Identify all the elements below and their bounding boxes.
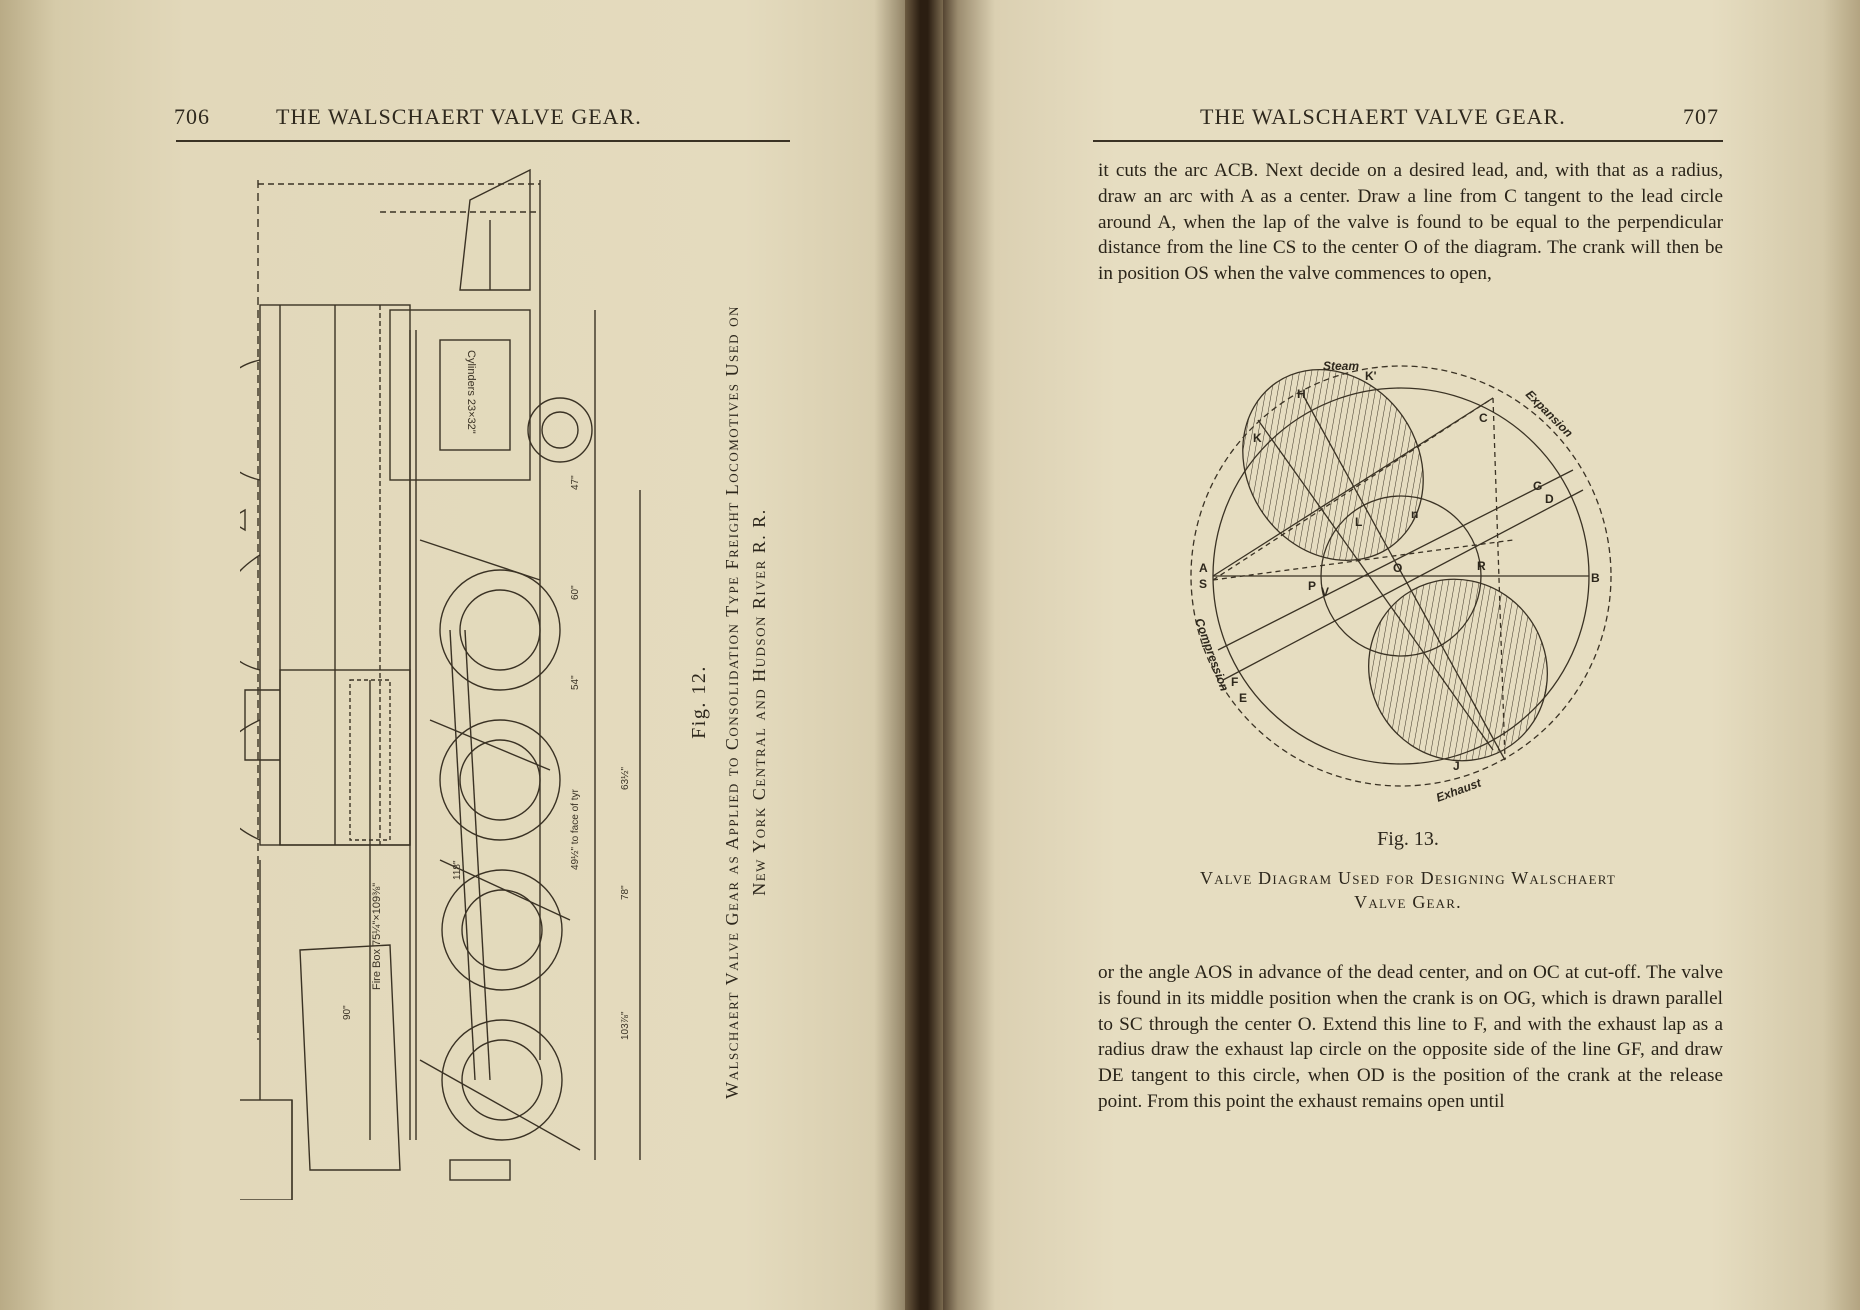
- paragraph-top: it cuts the arc ACB. Next decide on a de…: [1098, 158, 1723, 287]
- point-D: D: [1545, 492, 1554, 506]
- book-gutter: [905, 0, 943, 1310]
- fig13-caption-line2: Valve Gear.: [1354, 892, 1462, 912]
- label-compression: Compression: [1192, 616, 1231, 693]
- right-head-rule: [1093, 140, 1723, 142]
- fig13-caption-line1: Valve Diagram Used for Designing Walscha…: [1200, 868, 1616, 888]
- point-R: R: [1477, 559, 1486, 573]
- point-H: H: [1297, 387, 1306, 401]
- valve-diagram: Steam Expansion Exhaust Compression H K'…: [1190, 359, 1612, 805]
- point-F: F: [1231, 675, 1238, 689]
- locomotive-drawing: Cylinders 23×32": [240, 168, 641, 1200]
- dim-103: 103⅞": [620, 1011, 631, 1040]
- fig13-label: Fig. 13.: [1377, 828, 1439, 850]
- left-head-rule: [176, 140, 790, 142]
- right-running-head: THE WALSCHAERT VALVE GEAR.: [1200, 104, 1566, 129]
- point-O: O: [1393, 561, 1402, 575]
- left-page: 706 THE WALSCHAERT VALVE GEAR. Cylinders…: [0, 0, 905, 1310]
- point-B: B: [1591, 571, 1600, 585]
- dim-60: 60": [570, 585, 581, 600]
- dim-90: 90": [342, 1005, 353, 1020]
- fig12-caption-line1: Walschaert Valve Gear as Applied to Cons…: [722, 305, 742, 1099]
- point-K-prime: K': [1365, 369, 1377, 383]
- point-L: L: [1355, 515, 1362, 529]
- right-page: THE WALSCHAERT VALVE GEAR. 707 it cuts t…: [943, 0, 1860, 1310]
- label-steam: Steam: [1323, 359, 1359, 373]
- label-exhaust: Exhaust: [1434, 775, 1484, 804]
- paragraph-top-text: it cuts the arc ACB. Next decide on a de…: [1098, 160, 1723, 285]
- fig12-caption: Fig. 12. Walschaert Valve Gear as Applie…: [686, 242, 773, 1162]
- point-J: J: [1453, 759, 1460, 773]
- paragraph-bottom-text: or the angle AOS in advance of the dead …: [1098, 962, 1723, 1112]
- left-running-head: THE WALSCHAERT VALVE GEAR.: [276, 104, 642, 129]
- dim-63: 63½": [620, 767, 631, 790]
- cylinders-label: Cylinders 23×32": [465, 350, 477, 434]
- point-E: E: [1239, 691, 1247, 705]
- right-page-number: 707: [1683, 104, 1719, 129]
- point-P: P: [1308, 579, 1316, 593]
- point-G: G: [1533, 479, 1542, 493]
- point-n: n: [1411, 507, 1418, 521]
- fig12-label: Fig. 12.: [688, 665, 710, 739]
- dim-54: 54": [570, 675, 581, 690]
- firebox-label: Fire Box 75¼"×109⅜": [371, 883, 383, 990]
- label-expansion: Expansion: [1523, 387, 1576, 440]
- dim-47: 47": [570, 475, 581, 490]
- point-C: C: [1479, 411, 1488, 425]
- point-V: V: [1321, 585, 1329, 599]
- point-K: K: [1253, 431, 1262, 445]
- dim-118: 118": [452, 860, 463, 880]
- fig12-caption-line2: New York Central and Hudson River R. R.: [749, 508, 769, 896]
- dim-78: 78": [620, 885, 631, 900]
- dim-49-face: 49½" to face of tyr: [570, 789, 581, 870]
- paragraph-bottom: or the angle AOS in advance of the dead …: [1098, 960, 1723, 1115]
- point-A: A: [1199, 561, 1208, 575]
- left-page-number: 706: [174, 104, 210, 129]
- point-S: S: [1199, 577, 1207, 591]
